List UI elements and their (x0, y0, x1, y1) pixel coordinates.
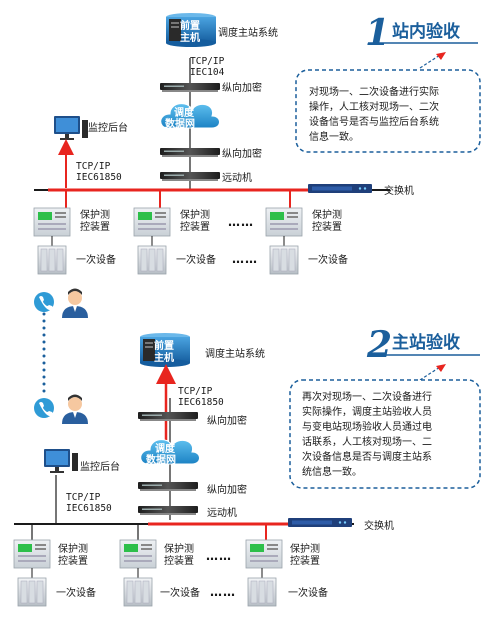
encryptor-bottom-icon (160, 148, 220, 157)
cloud-label-2: 数据网 (165, 117, 195, 130)
rtu-2-label: 远动机 (207, 506, 237, 519)
encryptor-2-bottom-label: 纵向加密 (207, 483, 247, 496)
proto-2-top-2: IEC61850 (178, 397, 224, 408)
proto-top-2: IEC104 (190, 67, 225, 78)
prot-device-3-icon (265, 207, 303, 237)
proto-2-bottom-1: TCP/IP (66, 492, 101, 503)
encryptor-2-bottom-icon (138, 482, 198, 491)
phone-connection (34, 288, 88, 424)
monitor-2-label: 监控后台 (80, 460, 120, 473)
rtu-2-icon (138, 506, 198, 515)
note-1-line-3: 设备信号是否与监控后台系统 (309, 115, 439, 128)
encryptor-2-top-label: 纵向加密 (207, 414, 247, 427)
prot-device-1-label-2: 控装置 (80, 220, 110, 233)
prot-device-3-label-2: 控装置 (312, 220, 342, 233)
prot-device-2-1-label-1: 保护测 (58, 542, 88, 555)
section-2-title: 主站验收 (392, 332, 460, 353)
prot-device-2-3-icon (245, 539, 283, 569)
proto-top-1: TCP/IP (190, 56, 225, 67)
section-2: 2 主站验收 前置 主机 调度主站系统 TCP/IP IEC61850 纵向加密… (13, 324, 481, 607)
primary-equipment-2-icon (137, 245, 167, 275)
note-2-line-4: 话联系，人工核对现场一、二 (302, 435, 432, 448)
primary-equipment-1-icon (37, 245, 67, 275)
cloud-2-label-1: 调度 (155, 442, 176, 455)
primary-equipment-2-3-icon (247, 577, 277, 607)
note-1-line-1: 对现场一、二次设备进行实际 (309, 85, 439, 98)
primary-equipment-3-label: 一次设备 (308, 253, 348, 266)
note-box-1 (295, 69, 481, 153)
prot-device-2-1-icon (13, 539, 51, 569)
rtu-label: 远动机 (222, 171, 252, 184)
prot-device-2-2-label-2: 控装置 (164, 554, 194, 567)
host-label-2: 主机 (180, 31, 200, 44)
section-1: 1 站内验收 前置 主机 调度主站系统 TCP/IP IEC104 纵向加密 调… (33, 12, 481, 275)
prot-device-2-label-2: 控装置 (180, 220, 210, 233)
dispatch-master-label: 调度主站系统 (218, 26, 278, 39)
monitor-icon (54, 116, 88, 140)
note-1-line-2: 操作，人工核对现场一、二次 (309, 100, 439, 113)
devices-2-ellipsis: …… (206, 549, 232, 563)
note-2-line-3: 与变电站现场验收人员通过电 (302, 420, 432, 433)
prot-device-2-2-label-1: 保护测 (164, 542, 194, 555)
person-icon-top (62, 288, 88, 318)
note-2-line-1: 再次对现场一、二次设备进行 (302, 390, 432, 403)
proto-2-bottom-2: IEC61850 (66, 503, 112, 514)
prot-device-3-label-1: 保护测 (312, 208, 342, 221)
encryptor-top-label: 纵向加密 (222, 81, 262, 94)
note-1-line-4: 信息一致。 (309, 130, 359, 143)
encryptor-2-top-icon (138, 412, 198, 421)
prot-device-2-3-label-2: 控装置 (290, 554, 320, 567)
prot-device-2-icon (133, 207, 171, 237)
cloud-label-1: 调度 (174, 106, 195, 119)
section-2-number: 2 (366, 324, 392, 366)
switch-icon (308, 184, 372, 193)
dispatch-master-2-label: 调度主站系统 (205, 347, 265, 360)
primary-equipment-2-3-label: 一次设备 (288, 586, 328, 599)
note-2-line-5: 次设备信息是否与调度主站系 (302, 450, 432, 463)
prot-device-1-label-1: 保护测 (80, 208, 110, 221)
proto-2-top-1: TCP/IP (178, 386, 213, 397)
prot-device-2-label-1: 保护测 (180, 208, 210, 221)
host-label-1: 前置 (180, 19, 200, 32)
primary-equipment-2-2-label: 一次设备 (160, 586, 200, 599)
cloud-2-label-2: 数据网 (146, 453, 176, 466)
primary-equipment-2-label: 一次设备 (176, 253, 216, 266)
rtu-icon (160, 172, 220, 181)
proto-bottom-1: TCP/IP (76, 161, 111, 172)
switch-2-label: 交换机 (364, 519, 394, 532)
note-2-line-2: 实际操作，调度主站验收人员 (302, 405, 432, 418)
primary-2-ellipsis: …… (210, 585, 236, 599)
section-1-number: 1 (365, 12, 390, 54)
switch-label: 交换机 (384, 184, 414, 197)
prot-device-2-3-label-1: 保护测 (290, 542, 320, 555)
prot-device-2-2-icon (119, 539, 157, 569)
primary-equipment-1-label: 一次设备 (76, 253, 116, 266)
prot-device-1-icon (33, 207, 71, 237)
switch-2-icon (288, 518, 352, 527)
section-1-title: 站内验收 (392, 21, 460, 42)
encryptor-bottom-label: 纵向加密 (222, 147, 262, 160)
primary-equipment-2-1-label: 一次设备 (56, 586, 96, 599)
host-2-label-2: 主机 (154, 351, 174, 364)
primary-ellipsis: …… (232, 252, 258, 266)
person-icon-bottom (62, 394, 88, 424)
monitor-2-icon (44, 449, 78, 473)
devices-ellipsis: …… (228, 215, 254, 229)
monitor-label: 监控后台 (88, 121, 128, 134)
note-box-2 (289, 379, 481, 489)
encryptor-top-icon (160, 83, 220, 92)
primary-equipment-2-2-icon (123, 577, 153, 607)
note-2-line-6: 统信息一致。 (302, 465, 362, 478)
primary-equipment-2-1-icon (17, 577, 47, 607)
host-2-label-1: 前置 (154, 339, 174, 352)
prot-device-2-1-label-2: 控装置 (58, 554, 88, 567)
proto-bottom-2: IEC61850 (76, 172, 122, 183)
primary-equipment-3-icon (269, 245, 299, 275)
